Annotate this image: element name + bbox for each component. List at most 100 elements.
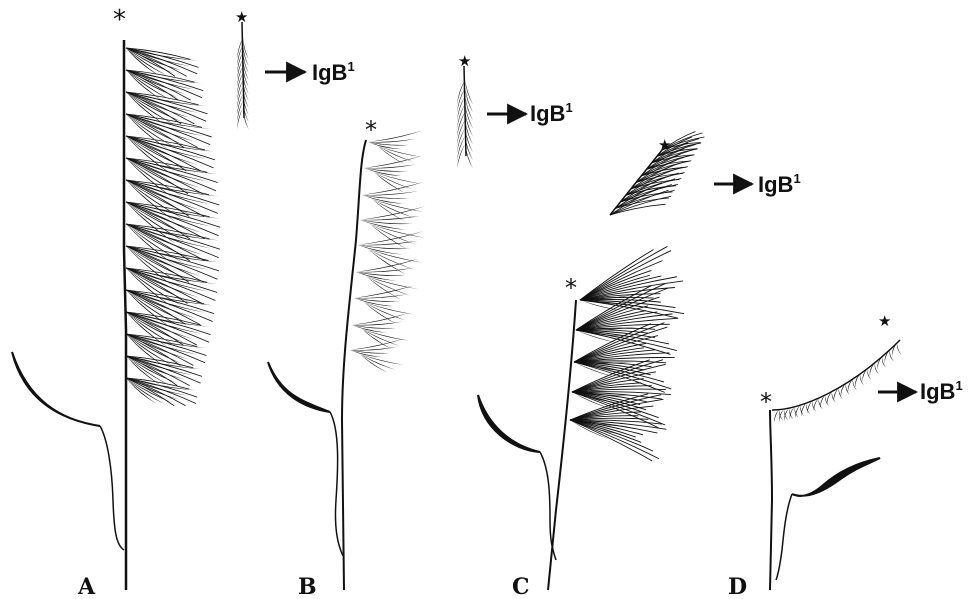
branch-3-label: IgB1 — [758, 171, 801, 197]
panel-c-spikelets — [570, 246, 684, 461]
spikelet — [368, 249, 415, 270]
spikelet — [882, 357, 886, 368]
panel-b-culm — [342, 140, 366, 590]
panel-d-culm — [770, 410, 772, 590]
panel-d-branch — [772, 340, 901, 423]
spikelet — [352, 325, 396, 329]
spikelet — [237, 66, 243, 87]
panel-d-apex-marker: * — [760, 388, 772, 416]
spikelet — [364, 164, 416, 168]
spikelet — [360, 216, 420, 220]
panel-b-leaf — [268, 362, 330, 412]
spikelet — [372, 199, 415, 218]
spikelet — [784, 408, 789, 421]
spikelet — [350, 350, 391, 353]
spikelet — [465, 88, 473, 113]
panel-c-culm — [548, 300, 576, 590]
branch-2: ★ IgB1 — [457, 52, 573, 169]
spikelet — [237, 80, 243, 101]
spikelet — [356, 259, 419, 272]
spikelet — [362, 191, 418, 195]
spikelet — [897, 343, 901, 354]
spikelet — [362, 182, 424, 195]
panel-b-apex-marker: * — [365, 116, 377, 144]
spikelet — [356, 268, 413, 272]
spikelet — [370, 224, 407, 249]
spikelet — [243, 38, 249, 59]
spikelet — [358, 245, 411, 249]
spikelet — [364, 302, 405, 320]
panel-d-leaf-sheath — [776, 494, 792, 580]
spikelet — [362, 195, 411, 199]
spikelet — [237, 73, 243, 94]
spikelet — [465, 80, 473, 105]
spikelet — [362, 329, 392, 349]
panel-b-leaf-sheath — [330, 412, 343, 556]
spikelet — [457, 104, 465, 129]
panel-a-letter: A — [77, 574, 96, 599]
panel-b: * B — [268, 116, 426, 599]
spikelet — [457, 88, 465, 113]
panel-c: * C — [478, 246, 684, 599]
spikelet — [354, 294, 408, 298]
spikelet — [354, 298, 401, 302]
spikelet — [126, 378, 174, 406]
spikelet — [237, 94, 243, 115]
spikelet — [366, 276, 410, 296]
branch-2-label: IgB1 — [530, 100, 573, 126]
spikelet — [374, 172, 405, 193]
spikelet — [774, 410, 779, 423]
spikelet — [360, 354, 387, 372]
spikelet — [374, 172, 413, 189]
panel-d-branch-marker: ★ — [878, 312, 891, 330]
spikelet — [126, 114, 212, 137]
spikelet — [457, 136, 465, 161]
panel-c-apex-marker: * — [565, 274, 577, 302]
spikelet — [570, 420, 652, 461]
spikelet — [352, 325, 388, 333]
spikelet — [237, 101, 243, 122]
panel-a-culm — [124, 40, 126, 590]
spikelet — [237, 87, 243, 108]
spikelet — [243, 45, 249, 66]
panel-d: * ★ IgB1 D — [728, 312, 963, 599]
spikelet — [779, 410, 783, 421]
spikelet — [457, 96, 465, 121]
spikelet — [457, 128, 465, 153]
spikelet — [889, 350, 893, 361]
panel-c-leaf — [478, 395, 540, 452]
panel-a-leaf-sheath — [100, 426, 124, 550]
branch-1-label: IgB1 — [312, 59, 355, 85]
spikelet — [364, 168, 409, 172]
branch-2-marker: ★ — [458, 52, 471, 70]
spikelet — [360, 206, 426, 220]
panel-d-letter: D — [728, 574, 747, 599]
spikelet — [356, 272, 406, 276]
spikelet — [368, 249, 405, 274]
spikelet — [779, 409, 784, 422]
branch-3-marker: ★ — [658, 136, 671, 154]
branch-3: ★ IgB1 — [610, 131, 801, 215]
spikelet — [457, 112, 465, 137]
branch-1-spikelets — [237, 22, 248, 129]
spikelet — [354, 285, 414, 298]
panel-a-spikelets — [126, 48, 220, 406]
panel-a: * A — [12, 5, 220, 599]
spikelet — [126, 290, 214, 314]
panel-a-leaf — [12, 352, 100, 426]
spikelet — [358, 231, 424, 245]
panel-b-letter: B — [298, 574, 317, 599]
spikelet — [465, 104, 473, 129]
spikelet — [243, 52, 249, 73]
panel-a-apex-marker: * — [113, 5, 126, 35]
spikelet — [237, 108, 243, 129]
branch-1-marker: ★ — [235, 8, 248, 26]
spikelet — [465, 96, 473, 121]
spikelet — [457, 120, 465, 145]
spikelet — [360, 220, 413, 224]
branch-1: ★ IgB1 — [235, 8, 355, 129]
spikelet — [126, 136, 215, 160]
panel-d-label: IgB1 — [920, 378, 963, 404]
spikelet — [457, 144, 465, 169]
